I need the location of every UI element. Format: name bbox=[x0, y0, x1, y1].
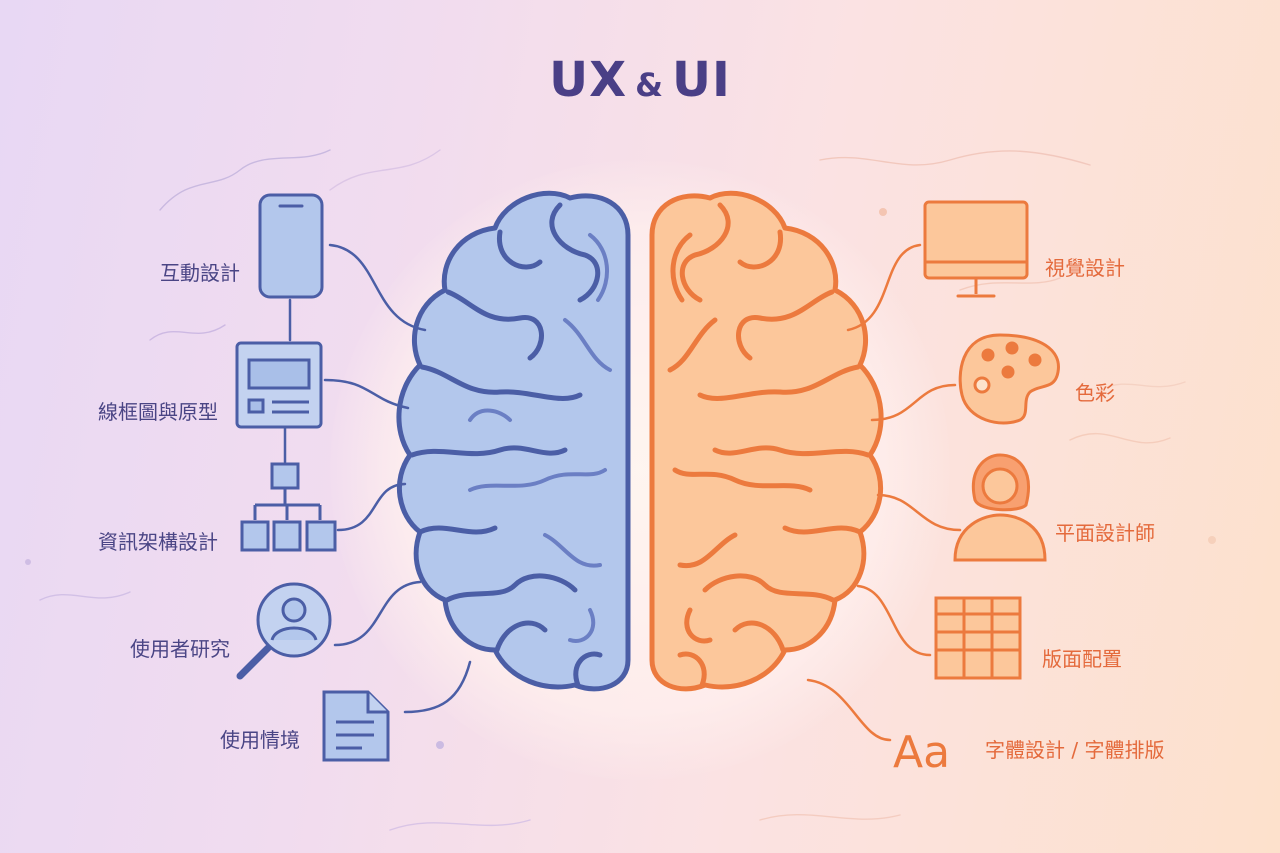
typography-icon: Aa bbox=[893, 727, 950, 778]
ui-label-layout: 版面配置 bbox=[1042, 647, 1122, 671]
ui-label-visual-design: 視覺設計 bbox=[1045, 256, 1125, 280]
page-title: UX&UI bbox=[0, 52, 1280, 108]
ux-connectors bbox=[283, 243, 472, 714]
ux-label-interaction-design: 互動設計 bbox=[160, 261, 240, 285]
layout-grid-icon bbox=[934, 596, 1022, 680]
smartphone-icon bbox=[258, 193, 324, 299]
title-ampersand: & bbox=[635, 66, 665, 104]
palette-icon bbox=[958, 333, 1060, 425]
ux-label-use-scenarios: 使用情境 bbox=[220, 728, 300, 752]
ux-label-information-architecture: 資訊架構設計 bbox=[98, 530, 218, 554]
ui-connectors bbox=[806, 243, 962, 742]
brain-left-hemisphere bbox=[396, 190, 631, 692]
designer-avatar-icon bbox=[953, 453, 1047, 562]
monitor-icon bbox=[923, 200, 1029, 298]
brain-right-hemisphere bbox=[649, 190, 884, 692]
sitemap-icon bbox=[240, 462, 337, 552]
decorative-squiggles bbox=[39, 149, 1186, 831]
ux-label-wireframes-prototypes: 線框圖與原型 bbox=[98, 400, 218, 424]
ui-label-graphic-designer: 平面設計師 bbox=[1055, 521, 1155, 545]
user-search-icon bbox=[236, 582, 332, 680]
wireframe-icon bbox=[235, 341, 323, 429]
ui-label-typography: 字體設計 / 字體排版 bbox=[985, 738, 1165, 762]
document-icon bbox=[322, 690, 390, 762]
ui-label-color: 色彩 bbox=[1075, 381, 1115, 405]
ux-label-user-research: 使用者研究 bbox=[130, 637, 230, 661]
title-ux: UX bbox=[549, 52, 628, 108]
title-ui: UI bbox=[672, 52, 731, 108]
